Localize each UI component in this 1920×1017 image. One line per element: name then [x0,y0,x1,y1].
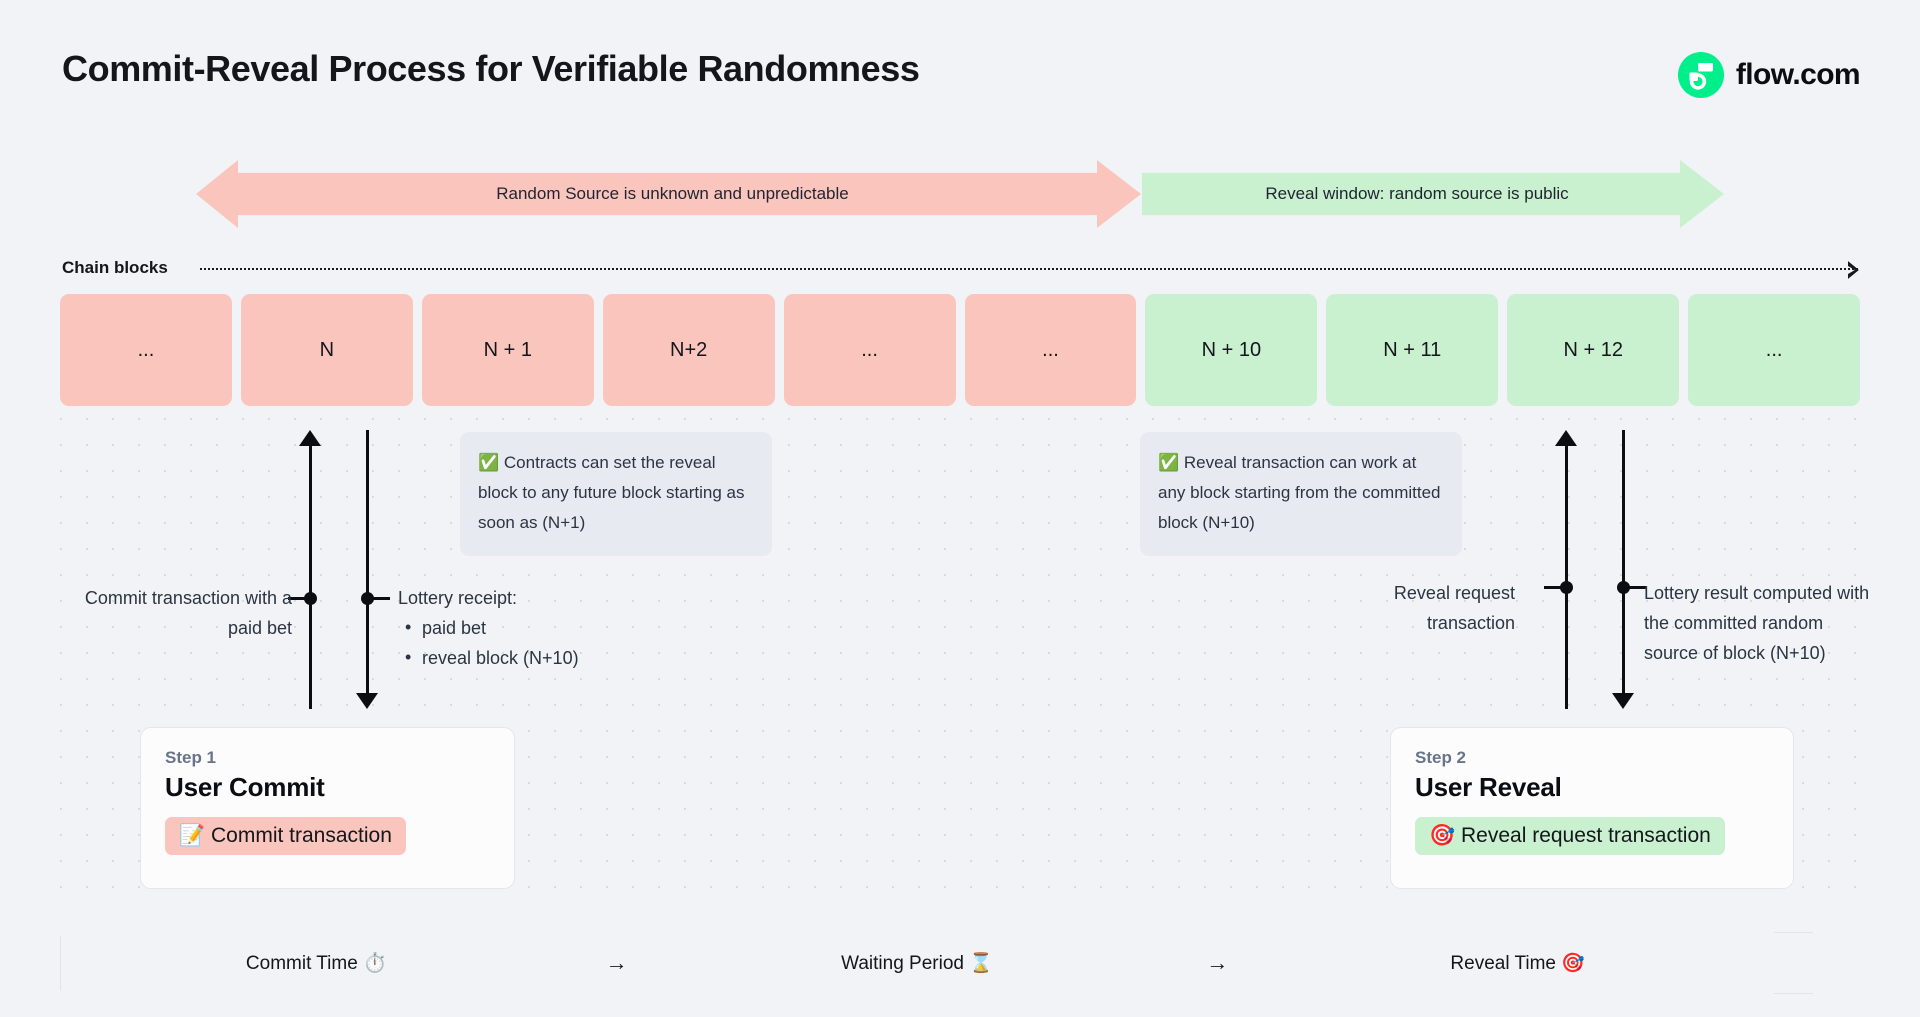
brand-logo: flow.com [1677,52,1861,98]
chain-block-label: N + 10 [1201,338,1262,361]
chain-block: N + 10 [1145,294,1318,406]
phase-reveal-label: Reveal window: random source is public [1265,184,1569,203]
annotation-reveal-request: Reveal request transaction [1393,583,1515,633]
chain-block: N + 11 [1326,294,1499,406]
lottery-result-leader-line [1622,586,1646,589]
lottery-result-event-dot [1617,581,1630,594]
chain-axis-arrow-icon [1848,261,1859,279]
commit-line-arrowhead-icon [299,430,321,446]
step1-chip-label: Commit transaction [211,824,392,847]
commit-event-line [309,444,312,709]
step1-chip[interactable]: 📝 Commit transaction [165,817,406,855]
chain-block-label: N + 1 [483,338,532,361]
timeline-arrow-icon: → [1206,950,1229,975]
phase-reveal-band: Reveal window: random source is public [1142,160,1724,228]
timeline-segment-waiting: Waiting Period ⌛ [841,953,993,974]
chain-block: ... [1688,294,1861,406]
chain-blocks-row: ... N N + 1 N+2...... N + 10 N + 11 N + 12... [60,294,1861,406]
timeline-segment-reveal: Reveal Time 🎯 [1450,953,1585,974]
commit-event-dot [304,592,317,605]
chain-block: ... [783,294,956,406]
chain-block-label: N + 11 [1383,338,1442,361]
reveal-request-event-dot [1560,581,1573,594]
receipt-event-dot [361,592,374,605]
chain-block-label: ... [861,338,878,361]
commit-leader-line [288,597,312,600]
receipt-leader-line [366,597,390,600]
chain-block-label: ... [1042,338,1059,361]
step1-eyebrow: Step 1 [165,748,217,767]
step2-title: User Reveal [1415,772,1562,802]
receipt-event-line [366,430,369,695]
step2-chip[interactable]: 🎯 Reveal request transaction [1415,817,1725,855]
step-card-user-commit: Step 1 User Commit 📝 Commit transaction [140,727,515,889]
chain-block: N+2 [602,294,775,406]
chain-block: N [240,294,413,406]
brand-name: flow.com [1735,58,1861,91]
memo-icon: 📝 [179,824,206,847]
flow-logo-icon [1677,52,1724,98]
chain-axis-line [200,261,1859,279]
chain-blocks-label: Chain blocks [62,258,168,277]
receipt-line-arrowhead-icon [356,693,378,709]
list-item: paid bet [398,612,658,643]
step2-chip-label: Reveal request transaction [1461,824,1711,847]
annotation-lottery-result: Lottery result computed with the committ… [1644,583,1870,663]
step2-eyebrow: Step 2 [1415,748,1467,767]
note-contracts-text: Contracts can set the reveal block to an… [478,453,745,532]
chain-block-label: N + 12 [1563,338,1623,361]
lottery-result-arrowhead-icon [1612,693,1634,709]
step-card-user-reveal: Step 2 User Reveal 🎯 Reveal request tran… [1390,727,1794,889]
chain-block: N + 12 [1507,294,1680,406]
chain-block-label: N [319,338,335,361]
note-reveal: ✅ Reveal transaction can work at any blo… [1140,432,1462,556]
timeline-segment-commit: Commit Time ⏱️ [245,953,387,974]
chain-block: ... [964,294,1137,406]
chain-block-label: ... [1765,338,1783,361]
reveal-request-event-line [1565,444,1568,709]
chain-block-label: ... [137,338,155,361]
annotation-commit-transaction: Commit transaction with a paid bet [84,588,292,638]
phase-unknown-label: Random Source is unknown and unpredictab… [496,184,849,203]
direct-hit-icon: 🎯 [1429,824,1456,847]
note-contracts: ✅ Contracts can set the reveal block to … [460,432,772,556]
lottery-receipt-title: Lottery receipt: [398,588,518,608]
reveal-request-leader-line [1544,586,1568,589]
check-mark-icon: ✅ [1158,453,1180,472]
note-reveal-text: Reveal transaction can work at any block… [1158,453,1441,532]
chain-block: ... [60,294,232,406]
chain-block-label: N+2 [670,338,708,361]
check-mark-icon: ✅ [478,453,500,472]
timeline-bar: Commit Time ⏱️ → Waiting Period ⌛ → Reve… [60,932,1860,994]
page-title: Commit-Reveal Process for Verifiable Ran… [62,48,920,89]
reveal-request-arrowhead-icon [1555,430,1577,446]
chain-block: N + 1 [421,294,594,406]
lottery-result-event-line [1622,430,1625,695]
list-item: reveal block (N+10) [398,642,658,673]
phase-unknown-band: Random Source is unknown and unpredictab… [196,160,1141,228]
timeline-arrow-icon: → [605,950,628,975]
annotation-lottery-receipt: Lottery receipt: paid bet reveal block (… [398,583,658,673]
lottery-receipt-list: paid bet reveal block (N+10) [398,612,658,673]
step1-title: User Commit [165,772,325,802]
